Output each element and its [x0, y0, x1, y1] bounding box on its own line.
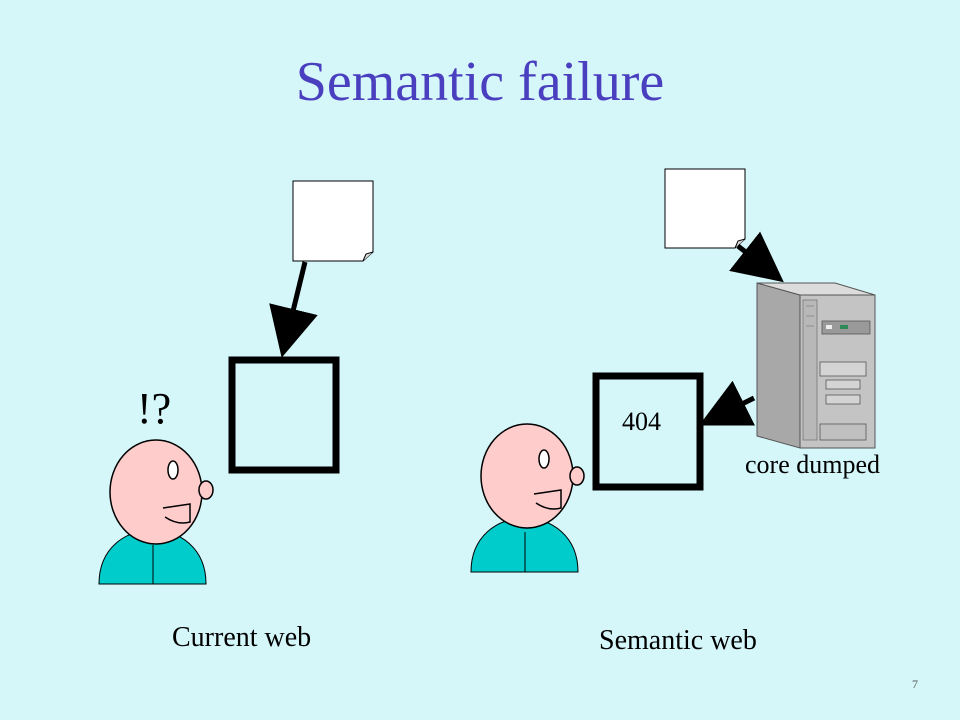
right-person-head [480, 423, 574, 529]
slide-title: Semantic failure [295, 51, 665, 113]
server-response-arrow [699, 380, 756, 426]
current-web-caption: Current web [172, 622, 312, 653]
server-tower-icon [756, 282, 876, 449]
page-number: 7 [912, 677, 918, 691]
right-error-page-box [592, 372, 704, 491]
right-person-eye [538, 449, 550, 469]
right-person-nose [569, 466, 585, 486]
left-person-eye [167, 460, 179, 480]
left-empty-page-box [228, 356, 340, 474]
left-document-icon [292, 180, 374, 262]
left-person-nose [198, 480, 214, 500]
left-link-arrow [269, 261, 318, 358]
right-person [470, 423, 585, 573]
right-person-mouth [533, 489, 562, 510]
error-code-label: 404 [622, 407, 661, 436]
right-document-icon [664, 168, 746, 249]
left-person-mouth [162, 503, 191, 524]
semantic-web-caption: Semantic web [599, 625, 757, 656]
server-status-label: core dumped [745, 450, 881, 479]
confusion-mark: !? [137, 384, 172, 433]
right-link-arrow [729, 231, 784, 283]
left-person-head [109, 439, 203, 545]
left-person [98, 439, 214, 585]
